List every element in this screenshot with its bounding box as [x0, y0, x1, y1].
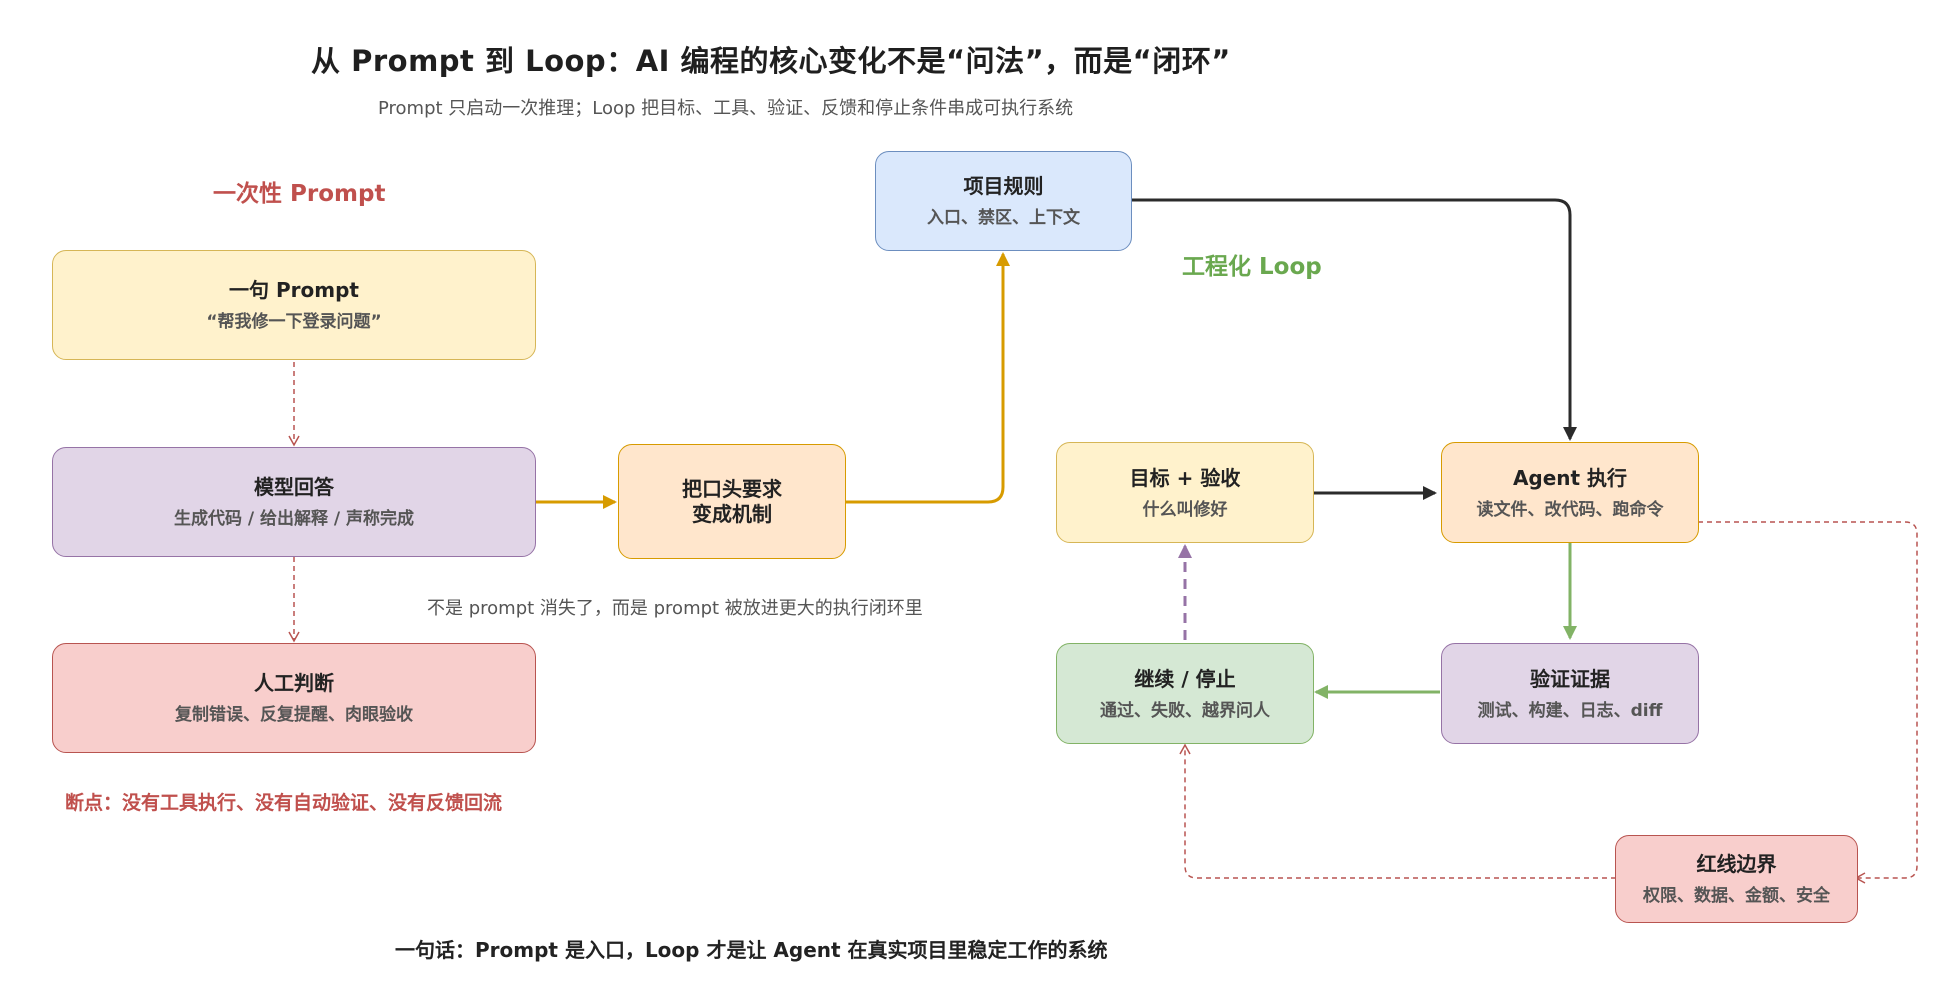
node-prompt-sub: “帮我修一下登录问题”: [206, 312, 382, 332]
middle-note: 不是 prompt 消失了，而是 prompt 被放进更大的执行闭环里: [427, 598, 923, 619]
arrow-redline-to-continue: [1179, 743, 1616, 879]
section-label-one-shot: 一次性 Prompt: [213, 181, 386, 207]
node-continue-stop-title: 继续 / 停止: [1134, 666, 1236, 691]
node-goal-title: 目标 + 验收: [1129, 465, 1241, 490]
arrow-rules-to-agent: [1131, 198, 1577, 441]
node-continue-stop-sub: 通过、失败、越界问人: [1100, 700, 1270, 721]
node-mechanize-line2: 变成机制: [692, 501, 772, 526]
node-evidence: 验证证据 测试、构建、日志、diff: [1441, 643, 1699, 744]
node-mechanize-line1: 把口头要求: [682, 476, 782, 501]
node-model-answer-sub: 生成代码 / 给出解释 / 声称完成: [173, 509, 415, 529]
node-human-judge-sub: 复制错误、反复提醒、肉眼验收: [175, 705, 413, 725]
node-agent: Agent 执行 读文件、改代码、跑命令: [1441, 442, 1699, 543]
page-subtitle: Prompt 只启动一次推理；Loop 把目标、工具、验证、反馈和停止条件串成可…: [378, 98, 1074, 119]
node-redline-title: 红线边界: [1696, 852, 1777, 876]
node-prompt: 一句 Prompt “帮我修一下登录问题”: [52, 250, 536, 360]
node-prompt-title: 一句 Prompt: [229, 278, 359, 302]
section-label-loop: 工程化 Loop: [1182, 254, 1322, 280]
node-project-rules-title: 项目规则: [963, 174, 1044, 198]
node-human-judge: 人工判断 复制错误、反复提醒、肉眼验收: [52, 643, 536, 753]
node-agent-title: Agent 执行: [1512, 465, 1628, 490]
node-redline: 红线边界 权限、数据、金额、安全: [1615, 835, 1858, 923]
summary-note: 一句话：Prompt 是入口，Loop 才是让 Agent 在真实项目里稳定工作…: [395, 938, 1108, 962]
node-model-answer: 模型回答 生成代码 / 给出解释 / 声称完成: [52, 447, 536, 557]
node-project-rules: 项目规则 入口、禁区、上下文: [875, 151, 1132, 251]
node-goal: 目标 + 验收 什么叫修好: [1056, 442, 1314, 543]
node-human-judge-title: 人工判断: [254, 671, 334, 695]
arrow-agent-to-redline: [1698, 521, 1918, 884]
node-goal-sub: 什么叫修好: [1142, 499, 1228, 520]
node-evidence-sub: 测试、构建、日志、diff: [1477, 700, 1663, 721]
arrow-mechanize-to-rules: [846, 252, 1010, 504]
node-mechanize: 把口头要求 变成机制: [618, 444, 846, 559]
node-continue-stop: 继续 / 停止 通过、失败、越界问人: [1056, 643, 1314, 744]
node-model-answer-title: 模型回答: [254, 475, 334, 499]
node-redline-sub: 权限、数据、金额、安全: [1643, 886, 1830, 906]
breakpoint-note: 断点：没有工具执行、没有自动验证、没有反馈回流: [65, 792, 503, 814]
node-agent-sub: 读文件、改代码、跑命令: [1476, 499, 1664, 520]
node-evidence-title: 验证证据: [1530, 666, 1610, 691]
page-title: 从 Prompt 到 Loop：AI 编程的核心变化不是“问法”，而是“闭环”: [311, 44, 1231, 78]
node-project-rules-sub: 入口、禁区、上下文: [927, 208, 1080, 228]
